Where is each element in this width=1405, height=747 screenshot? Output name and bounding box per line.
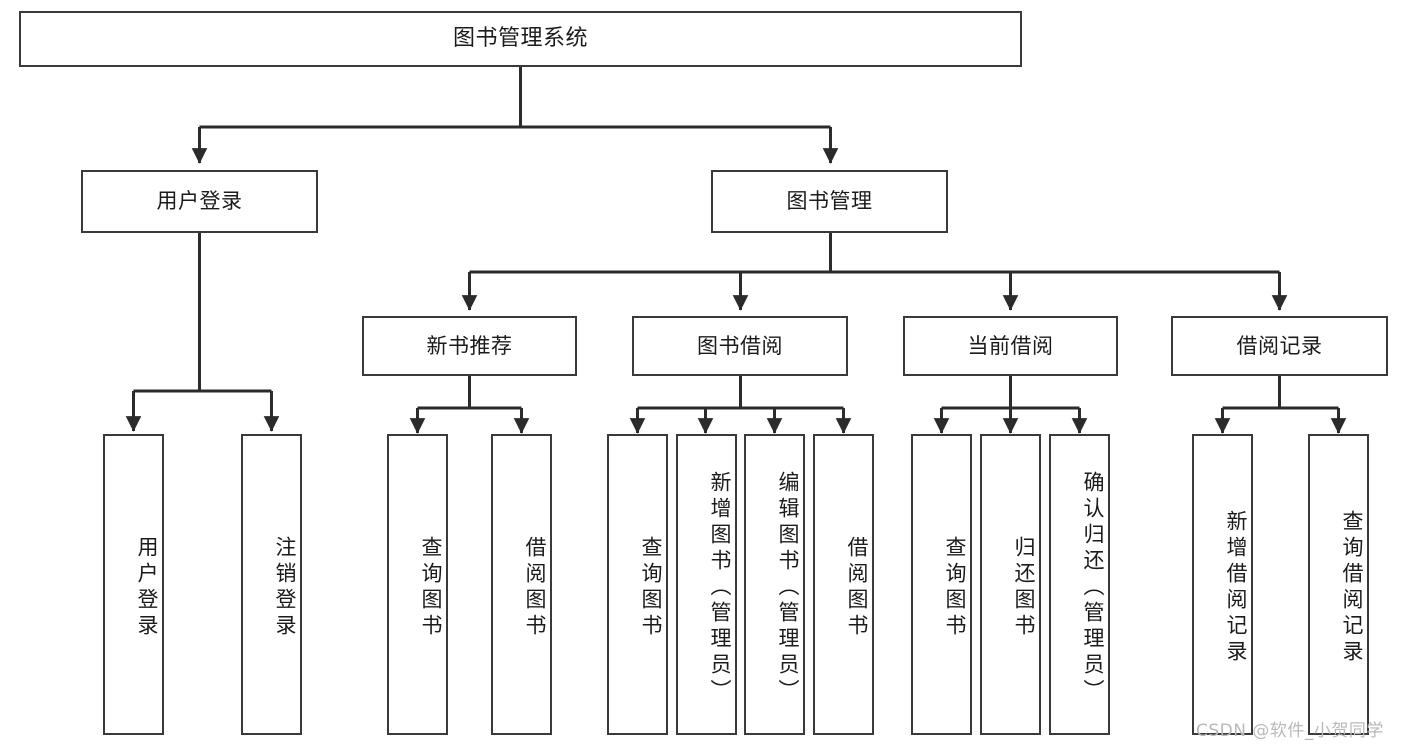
node-book-borrow[interactable]: 图书借阅 [632, 316, 848, 376]
node-label: 编辑图书（管理员） [776, 470, 800, 705]
node-label: 借阅图书 [845, 535, 869, 640]
leaf-query-borrow-record[interactable]: 查询借阅记录 [1308, 434, 1369, 735]
node-label: 查询图书 [639, 535, 663, 640]
node-label: 确认归还（管理员） [1081, 470, 1105, 705]
node-label: 新增借阅记录 [1224, 509, 1248, 666]
leaf-confirm-return-admin[interactable]: 确认归还（管理员） [1049, 434, 1110, 735]
watermark-csdn: CSDN @软件_小贺同学 [1196, 721, 1384, 741]
node-borrow-records[interactable]: 借阅记录 [1171, 316, 1388, 376]
node-label: 新增图书（管理员） [708, 470, 732, 705]
node-label: 查询借阅记录 [1340, 509, 1364, 666]
leaf-add-book-admin[interactable]: 新增图书（管理员） [676, 434, 737, 735]
leaf-query-book-borrow[interactable]: 查询图书 [607, 434, 668, 735]
node-new-book-recommend[interactable]: 新书推荐 [362, 316, 577, 376]
node-user-login[interactable]: 用户登录 [81, 170, 318, 233]
node-book-management[interactable]: 图书管理 [711, 170, 948, 233]
node-label: 当前借阅 [967, 333, 1054, 358]
leaf-query-book-newbook[interactable]: 查询图书 [387, 434, 448, 735]
leaf-add-borrow-record[interactable]: 新增借阅记录 [1192, 434, 1253, 735]
leaf-borrow-book[interactable]: 借阅图书 [813, 434, 874, 735]
node-label: 归还图书 [1012, 535, 1036, 640]
node-label: 借阅图书 [523, 535, 547, 640]
node-label: 图书借阅 [697, 333, 783, 358]
node-label: 新书推荐 [426, 333, 513, 358]
leaf-edit-book-admin[interactable]: 编辑图书（管理员） [744, 434, 805, 735]
leaf-borrow-book-newbook[interactable]: 借阅图书 [491, 434, 552, 735]
node-label: 图书管理 [786, 189, 873, 214]
node-root-图书管理系统[interactable]: 图书管理系统 [19, 11, 1022, 67]
leaf-query-book-current[interactable]: 查询图书 [911, 434, 972, 735]
node-label: 用户登录 [156, 189, 243, 214]
node-label: 查询图书 [419, 535, 443, 640]
node-label: 图书管理系统 [452, 26, 588, 52]
node-current-borrow[interactable]: 当前借阅 [903, 316, 1118, 376]
node-label: 用户登录 [135, 535, 159, 640]
node-label: 借阅记录 [1236, 333, 1323, 358]
node-label: 查询图书 [943, 535, 967, 640]
node-label: 注销登录 [273, 535, 297, 640]
leaf-logout[interactable]: 注销登录 [241, 434, 302, 735]
leaf-user-login[interactable]: 用户登录 [103, 434, 164, 735]
leaf-return-book[interactable]: 归还图书 [980, 434, 1041, 735]
